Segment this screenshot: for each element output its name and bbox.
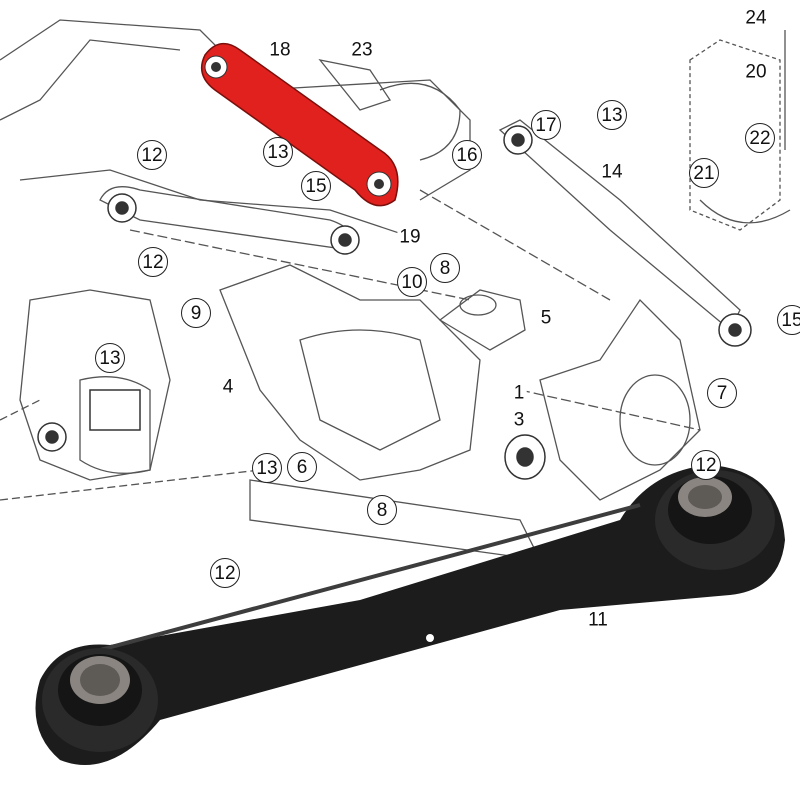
product-photo-control-arm — [35, 465, 785, 765]
highlighted-control-arm — [200, 42, 399, 207]
callout-circle: 6 — [287, 452, 317, 482]
callout-circle: 12 — [691, 450, 721, 480]
callout-circle: 8 — [430, 253, 460, 283]
callout-label: 1 — [511, 382, 527, 404]
callout-circle: 21 — [689, 158, 719, 188]
callout-circle: 13 — [597, 100, 627, 130]
callout-circle: 13 — [95, 343, 125, 373]
callout-circle: 15 — [301, 171, 331, 201]
callout-circle: 12 — [210, 558, 240, 588]
callout-circle: 8 — [367, 495, 397, 525]
callout-circle: 16 — [452, 140, 482, 170]
callout-circle: 12 — [138, 247, 168, 277]
callout-circle: 12 — [137, 140, 167, 170]
callout-circle: 13 — [252, 453, 282, 483]
callout-label: 20 — [743, 61, 769, 83]
callout-label: 24 — [743, 7, 769, 29]
callout-label: 18 — [267, 39, 293, 61]
callout-circle: 10 — [397, 267, 427, 297]
bushings — [37, 125, 752, 480]
callout-label: 11 — [586, 609, 610, 631]
callout-label: 19 — [397, 226, 423, 248]
callout-label: 23 — [349, 39, 375, 61]
callout-circle: 9 — [181, 298, 211, 328]
callout-label: 5 — [538, 307, 554, 329]
callout-label: 4 — [220, 376, 236, 398]
callout-label: 14 — [599, 161, 625, 183]
callout-circle: 13 — [263, 137, 293, 167]
callout-circle: 15 — [777, 305, 800, 335]
callout-label: 3 — [511, 409, 527, 431]
callout-circle: 17 — [531, 110, 561, 140]
callout-circle: 22 — [745, 123, 775, 153]
callout-circle: 7 — [707, 378, 737, 408]
